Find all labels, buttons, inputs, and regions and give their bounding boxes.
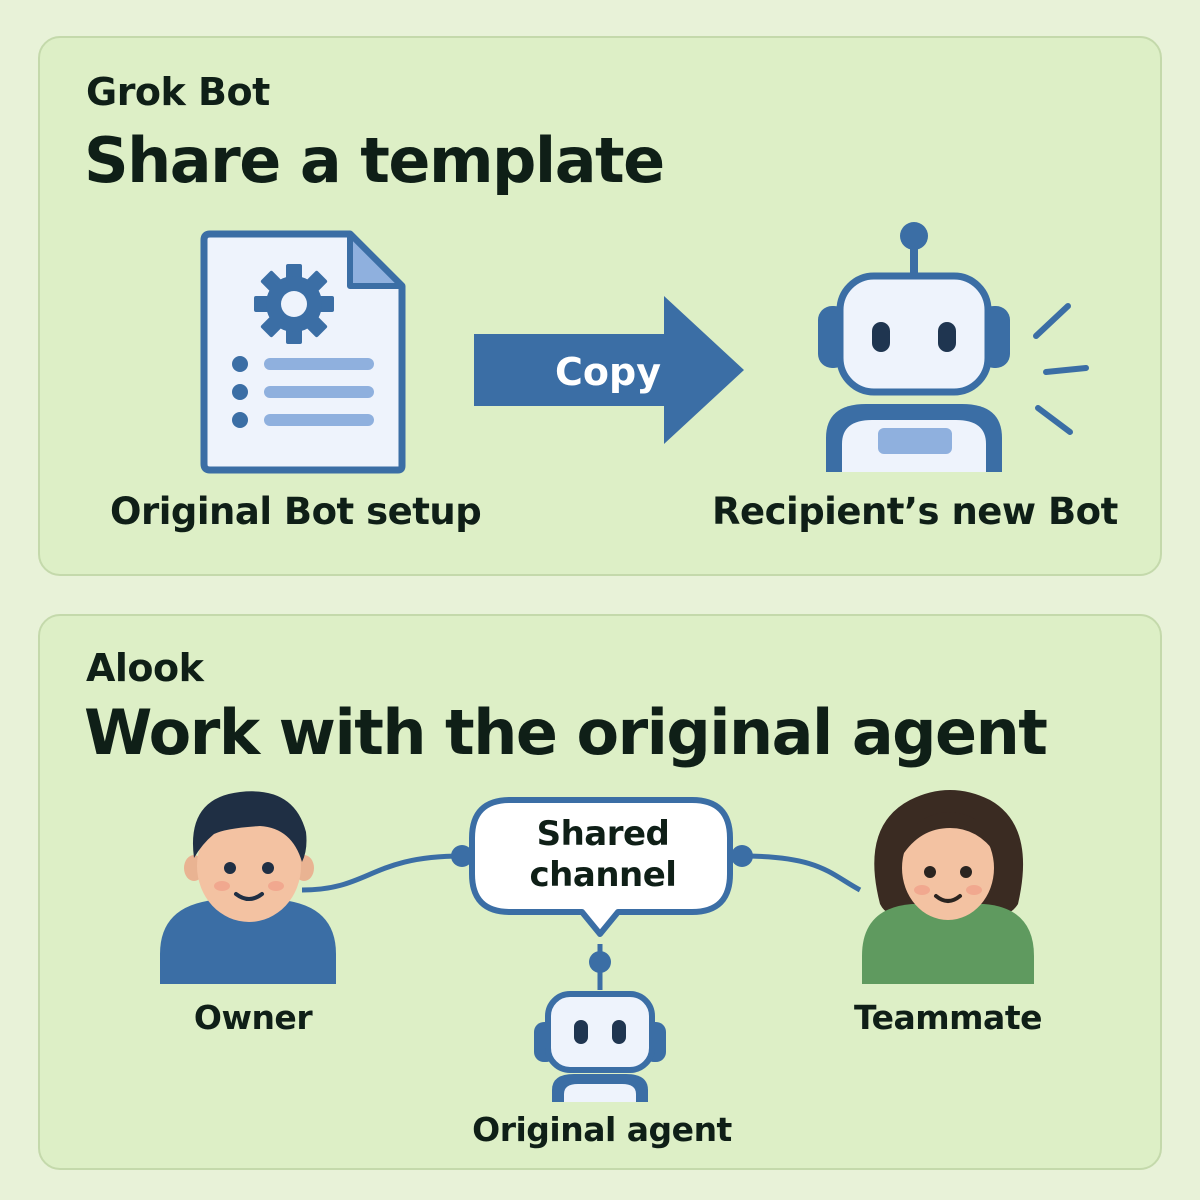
shared-channel-line2: channel xyxy=(529,855,677,895)
shared-channel-line1: Shared xyxy=(536,814,670,854)
target-label: Recipient’s new Bot xyxy=(712,490,1118,533)
teammate-avatar-icon xyxy=(862,790,1034,984)
shared-channel-label: Shared channel xyxy=(480,814,726,896)
robot-icon xyxy=(534,991,666,1102)
channel-connectors xyxy=(301,845,862,990)
arrow-right-icon xyxy=(474,296,744,444)
share-template-panel: Grok Bot Share a template Copy xyxy=(38,36,1162,576)
agent-label: Original agent xyxy=(472,1110,732,1149)
source-label: Original Bot setup xyxy=(110,490,482,533)
owner-avatar-icon xyxy=(160,791,336,984)
section-headline: Share a template xyxy=(84,124,665,197)
section-eyebrow: Grok Bot xyxy=(86,70,270,114)
section-eyebrow: Alook xyxy=(86,646,204,690)
robot-icon xyxy=(818,222,1089,472)
owner-label: Owner xyxy=(193,998,313,1037)
work-with-agent-panel: Alook Work with the original agent Share… xyxy=(38,614,1162,1170)
speech-bubble-icon xyxy=(469,797,733,937)
copy-label: Copy xyxy=(555,350,661,394)
section-headline: Work with the original agent xyxy=(84,696,1048,769)
teammate-label: Teammate xyxy=(854,998,1042,1037)
document-gear-icon xyxy=(200,230,406,474)
